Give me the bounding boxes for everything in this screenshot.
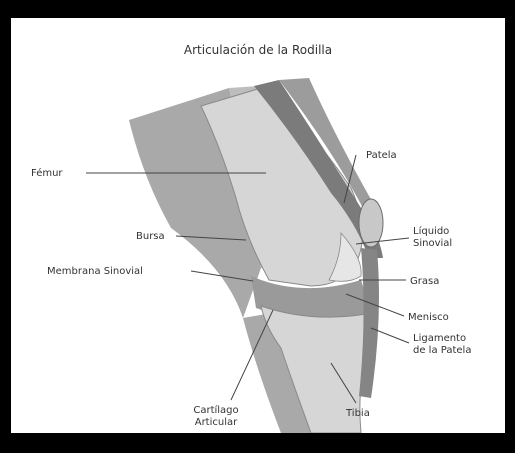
label-liquido-2: Sinovial — [413, 238, 452, 249]
diagram-panel: Articulación de la Rodilla — [11, 18, 505, 433]
label-cartilago-1: Cartílago — [193, 404, 238, 416]
knee-diagram: Articulación de la Rodilla — [11, 18, 505, 433]
label-ligamento-1: Ligamento — [413, 333, 466, 344]
patella-bone — [359, 199, 383, 247]
label-femur: Fémur — [31, 167, 63, 179]
label-ligamento-2: de la Patela — [413, 345, 471, 356]
label-menisco: Menisco — [408, 312, 449, 323]
label-tibia: Tibia — [345, 408, 370, 419]
label-cartilago-2: Articular — [195, 417, 238, 428]
label-bursa: Bursa — [136, 231, 165, 242]
label-membrana: Membrana Sinovial — [47, 266, 143, 277]
label-patela: Patela — [366, 150, 397, 161]
label-liquido-1: Líquido — [413, 225, 449, 237]
label-grasa: Grasa — [410, 276, 439, 287]
diagram-title: Articulación de la Rodilla — [184, 43, 332, 57]
